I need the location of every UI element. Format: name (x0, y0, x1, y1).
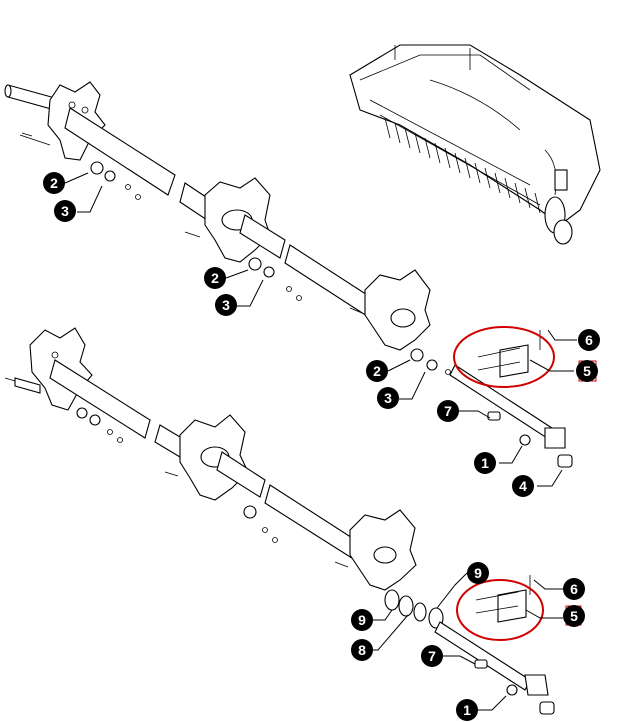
callout-5a: 5 (576, 360, 598, 382)
svg-text:3: 3 (61, 203, 69, 219)
callout-3b: 3 (215, 294, 237, 316)
lower-callouts: 9 9 8 6 5 7 1 (351, 562, 585, 721)
callout-9b: 9 (351, 609, 373, 631)
lower-shaft-assembly (4, 327, 582, 715)
svg-text:3: 3 (384, 390, 392, 406)
svg-text:1: 1 (481, 455, 489, 471)
callout-7b: 7 (421, 645, 443, 667)
svg-text:7: 7 (444, 403, 452, 419)
svg-text:6: 6 (570, 581, 578, 597)
callout-1a: 1 (474, 452, 496, 474)
callout-2b: 2 (204, 267, 226, 289)
callout-1b: 1 (456, 699, 478, 721)
svg-text:8: 8 (358, 642, 366, 658)
callout-4a: 4 (512, 475, 534, 497)
callout-6b: 6 (563, 578, 585, 600)
callout-2a: 2 (43, 172, 65, 194)
svg-text:4: 4 (519, 478, 527, 494)
svg-text:6: 6 (585, 332, 593, 348)
pickup-header-illustration (349, 44, 601, 245)
svg-text:1: 1 (463, 702, 471, 718)
callout-2c: 2 (366, 360, 388, 382)
callout-5b: 5 (563, 605, 585, 627)
svg-text:5: 5 (570, 608, 578, 624)
svg-text:9: 9 (474, 565, 482, 581)
upper-shaft-assembly (4, 81, 597, 487)
svg-text:2: 2 (373, 363, 381, 379)
callout-6a: 6 (578, 329, 600, 351)
callout-7a: 7 (437, 400, 459, 422)
callout-3c: 3 (377, 387, 399, 409)
svg-text:2: 2 (50, 175, 58, 191)
svg-text:3: 3 (222, 297, 230, 313)
svg-text:2: 2 (211, 270, 219, 286)
callout-8: 8 (351, 639, 373, 661)
highlight-circle-upper (453, 326, 555, 388)
highlight-circle-lower (456, 579, 544, 641)
callout-9a: 9 (467, 562, 489, 584)
svg-text:5: 5 (583, 363, 591, 379)
upper-callouts: 2 3 2 3 2 3 6 5 7 1 4 (43, 172, 600, 497)
svg-text:7: 7 (428, 648, 436, 664)
svg-text:9: 9 (358, 612, 366, 628)
callout-3a: 3 (54, 200, 76, 222)
